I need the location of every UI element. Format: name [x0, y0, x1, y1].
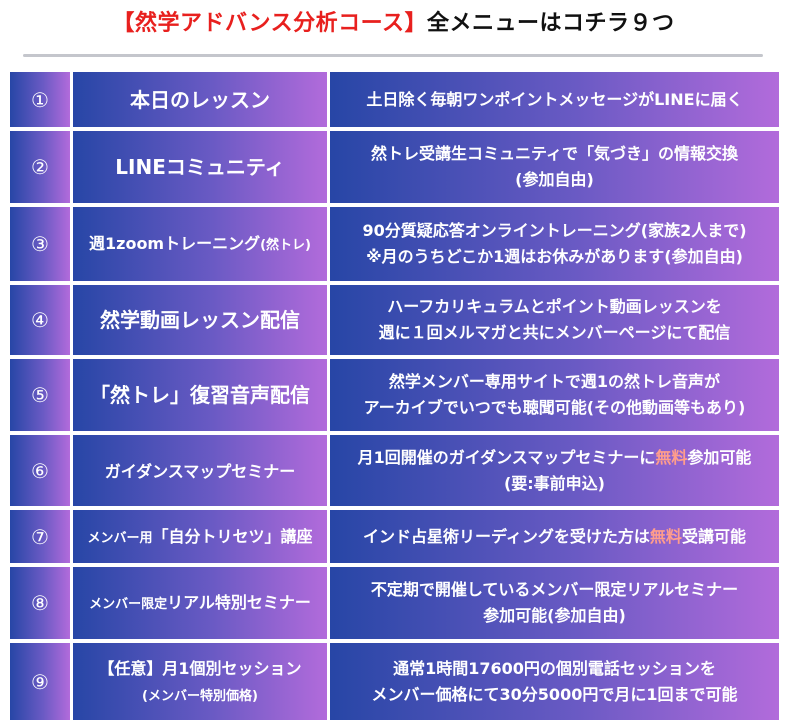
menu-name-text: リアル特別セミナー — [167, 593, 311, 612]
menu-number: ⑧ — [10, 567, 70, 639]
menu-description: インド占星術リーディングを受けた方は無料受講可能 — [330, 510, 779, 563]
menu-description: 土日除く毎朝ワンポイントメッセージがLINEに届く — [330, 72, 779, 127]
menu-name: 【任意】月1個別セッション (メンバー特別価格) — [73, 643, 327, 720]
course-name: 【然学アドバンス分析コース】 — [112, 10, 428, 36]
menu-name: 本日のレッスン — [73, 72, 327, 127]
menu-description: 通常1時間17600円の個別電話セッションをメンバー価格にて30分5000円で月… — [330, 643, 779, 720]
divider — [23, 54, 763, 57]
menu-number: ② — [10, 131, 70, 203]
free-highlight: 無料 — [655, 447, 688, 467]
menu-description: 不定期で開催しているメンバー限定リアルセミナー参加可能(参加自由) — [330, 567, 779, 639]
menu-description-text: 90分質疑応答オンライントレーニング(家族2人まで) — [362, 221, 747, 240]
menu-row: ① 本日のレッスン 土日除く毎朝ワンポイントメッセージがLINEに届く — [10, 72, 779, 127]
menu-description-text: (参加自由) — [515, 170, 594, 189]
menu-description-text: (要:事前申込) — [503, 473, 605, 493]
menu-description-text: 然トレ受講生コミュニティで「気づき」の情報交換 — [370, 144, 739, 163]
menu-name-text: (然トレ) — [260, 238, 311, 253]
menu-table: ① 本日のレッスン 土日除く毎朝ワンポイントメッセージがLINEに届く ② LINEコミ… — [10, 72, 779, 724]
menu-number: ① — [10, 72, 70, 127]
menu-row: ⑥ ガイダンスマップセミナー 月1回開催のガイダンスマップセミナーに無料参加可能 (要… — [10, 435, 779, 506]
menu-description-text: 参加可能(参加自由) — [483, 606, 626, 625]
menu-description-text: 然学メンバー専用サイトで週1の然トレ音声が — [388, 372, 721, 391]
menu-row: ⑤「然トレ」復習音声配信然学メンバー専用サイトで週1の然トレ音声がアーカイブでい… — [10, 359, 779, 431]
menu-number: ③ — [10, 207, 70, 281]
menu-name-text: (メンバー特別価格) — [142, 688, 258, 704]
menu-name-text: 本日のレッスン — [130, 87, 270, 112]
menu-description-text: 不定期で開催しているメンバー限定リアルセミナー — [370, 580, 739, 599]
menu-name: 「然トレ」復習音声配信 — [73, 359, 327, 431]
menu-description-text: 受講可能 — [681, 526, 746, 546]
menu-name-text: LINEコミュニティ — [115, 155, 285, 179]
menu-name: ガイダンスマップセミナー — [73, 435, 327, 506]
menu-name-text: 然学動画レッスン配信 — [100, 308, 300, 332]
menu-description: 90分質疑応答オンライントレーニング(家族2人まで) ※月のうちどこか1週はお休み… — [330, 207, 779, 281]
menu-number: ④ — [10, 285, 70, 355]
menu-name-text: 「自分トリセツ」講座 — [152, 526, 313, 546]
menu-description-text: メンバー価格にて30分5000円で月に1回まで可能 — [371, 684, 738, 704]
menu-number: ⑤ — [10, 359, 70, 431]
menu-name-text: 【任意】月1個別セッション — [98, 658, 302, 678]
page-title: 【然学アドバンス分析コース】全メニューはコチラ９つ — [0, 8, 787, 38]
menu-name-text: メンバー用 — [87, 530, 153, 546]
menu-description-text: インド占星術リーディングを受けた方は — [363, 526, 650, 546]
menu-description-text: 通常1時間17600円の個別電話セッションを — [393, 658, 716, 678]
menu-name-text: 「然トレ」復習音声配信 — [90, 383, 310, 407]
menu-description-text: 参加可能 — [687, 447, 752, 467]
menu-description: ハーフカリキュラムとポイント動画レッスンを週に１回メルマガと共にメンバーページに… — [330, 285, 779, 355]
menu-name: メンバー用「自分トリセツ」講座 — [73, 510, 327, 563]
menu-name: 然学動画レッスン配信 — [73, 285, 327, 355]
menu-row: ② LINEコミュニティ 然トレ受講生コミュニティで「気づき」の情報交換 (参加自由) — [10, 131, 779, 203]
free-highlight: 無料 — [649, 526, 682, 546]
menu-description-text: 月1回開催のガイダンスマップセミナーに — [357, 447, 656, 467]
menu-name-text: ガイダンスマップセミナー — [104, 461, 296, 481]
menu-description: 然学メンバー専用サイトで週1の然トレ音声がアーカイブでいつでも聴聞可能(その他動… — [330, 359, 779, 431]
menu-name: 週1zoomトレーニング(然トレ) — [73, 207, 327, 281]
menu-name-text: 週1zoomトレーニング — [89, 234, 261, 253]
menu-description-text: アーカイブでいつでも聴聞可能(その他動画等もあり) — [363, 398, 746, 417]
menu-row: ⑨ 【任意】月1個別セッション (メンバー特別価格) 通常1時間17600円の個別電話… — [10, 643, 779, 720]
menu-name-text: メンバー限定 — [89, 597, 168, 612]
menu-description: 月1回開催のガイダンスマップセミナーに無料参加可能 (要:事前申込) — [330, 435, 779, 506]
menu-description-text: ※月のうちどこか1週はお休みがあります(参加自由) — [366, 247, 743, 266]
menu-number: ⑨ — [10, 643, 70, 720]
menu-description-text: 土日除く毎朝ワンポイントメッセージがLINEに届く — [366, 89, 743, 109]
menu-number: ⑥ — [10, 435, 70, 506]
menu-number: ⑦ — [10, 510, 70, 563]
menu-name: メンバー限定リアル特別セミナー — [73, 567, 327, 639]
menu-description-text: 週に１回メルマガと共にメンバーページにて配信 — [378, 323, 731, 342]
menu-name: LINEコミュニティ — [73, 131, 327, 203]
menu-description: 然トレ受講生コミュニティで「気づき」の情報交換 (参加自由) — [330, 131, 779, 203]
menu-description-text: ハーフカリキュラムとポイント動画レッスンを — [387, 297, 722, 316]
title-suffix: 全メニューはコチラ９つ — [427, 10, 675, 36]
menu-row: ④ 然学動画レッスン配信 ハーフカリキュラムとポイント動画レッスンを週に１回メルマガ… — [10, 285, 779, 355]
